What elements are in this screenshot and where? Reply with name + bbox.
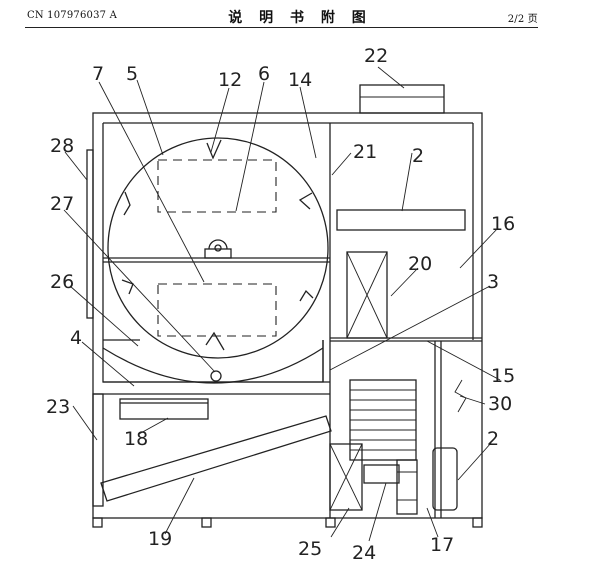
fan-box-20 <box>346 251 388 339</box>
tray-18 <box>119 398 209 420</box>
collection-trough <box>93 339 330 395</box>
label-25: 25 <box>298 538 322 560</box>
label-5: 5 <box>126 63 138 85</box>
patent-number: CN 107976037 A <box>27 10 118 21</box>
page-title: 说 明 书 附 图 <box>228 10 372 26</box>
label-16: 16 <box>491 213 515 235</box>
label-21: 21 <box>353 141 377 163</box>
label-18: 18 <box>124 428 148 450</box>
heater-bar <box>336 209 466 231</box>
label-4: 4 <box>70 327 82 349</box>
label-26: 26 <box>50 271 74 293</box>
label-22: 22 <box>364 45 388 67</box>
label-2-upper: 2 <box>412 145 424 167</box>
side-hatch-23 <box>92 393 104 507</box>
label-7: 7 <box>92 63 104 85</box>
reference-labels: 22 5 7 12 6 14 28 21 2 27 16 20 26 3 4 1… <box>46 45 515 564</box>
gas-tank <box>432 447 458 511</box>
label-17: 17 <box>430 534 454 556</box>
label-12: 12 <box>218 69 242 91</box>
leader-lines <box>63 66 501 542</box>
page-number: 2/2 页 <box>507 14 538 25</box>
filter-cartridge-24 <box>396 459 418 515</box>
label-30: 30 <box>488 393 512 415</box>
label-3: 3 <box>487 271 499 293</box>
label-27: 27 <box>50 193 74 215</box>
side-door-panel <box>86 149 94 319</box>
label-23: 23 <box>46 396 70 418</box>
vent-symbol <box>454 379 467 413</box>
label-20: 20 <box>408 253 432 275</box>
label-19: 19 <box>148 528 172 550</box>
condenser-fins <box>349 379 417 484</box>
drain-valve <box>210 370 222 382</box>
label-6: 6 <box>258 63 270 85</box>
header-rule <box>25 27 538 28</box>
label-24: 24 <box>352 542 376 564</box>
inclined-chute-19 <box>100 415 332 502</box>
top-fan-unit <box>359 84 445 114</box>
label-28: 28 <box>50 135 74 157</box>
label-14: 14 <box>288 69 312 91</box>
label-15: 15 <box>491 365 515 387</box>
compressor-box-25 <box>329 443 363 511</box>
label-2-lower: 2 <box>487 428 499 450</box>
rotating-drum <box>103 137 330 359</box>
